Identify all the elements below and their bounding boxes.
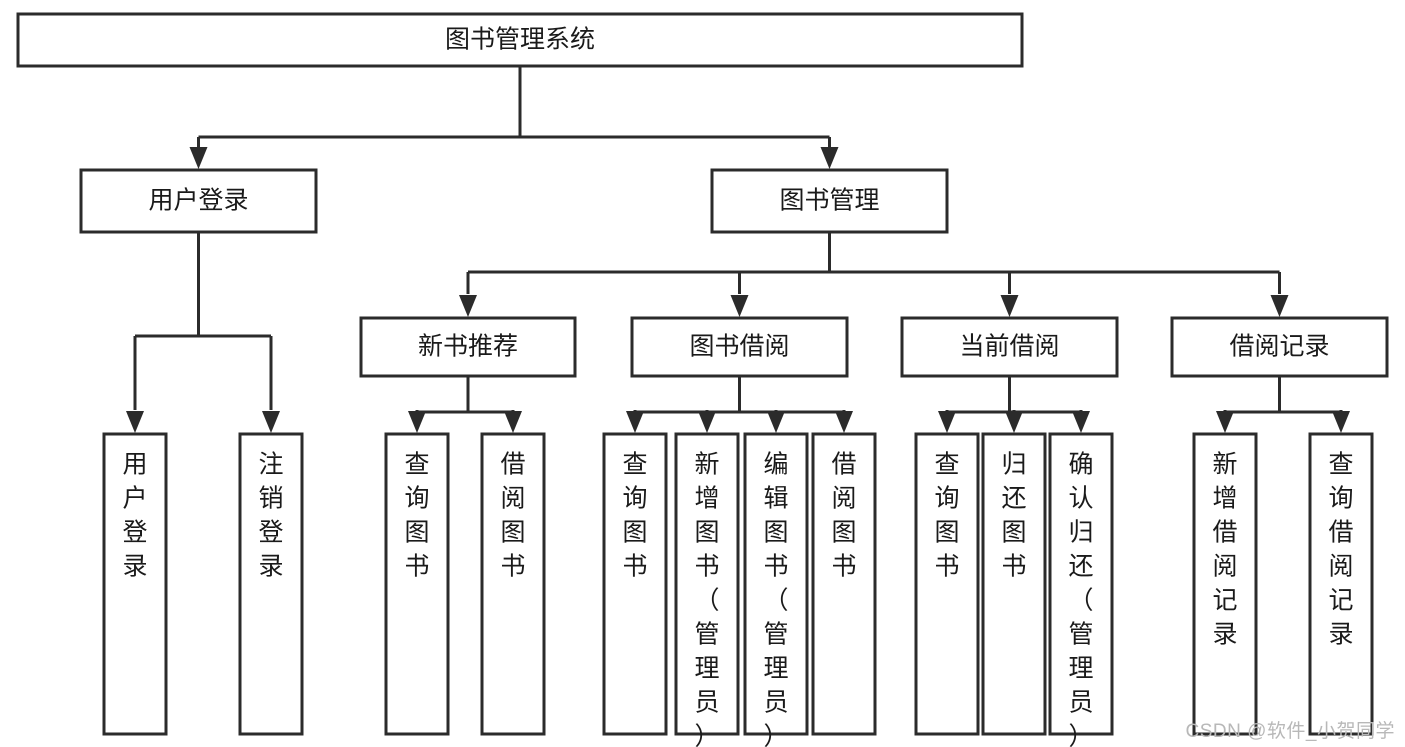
arrow-head-book-borrow-leaf-2: [767, 411, 785, 433]
connector-layer: [126, 66, 1350, 433]
node-book-management-label: 图书管理: [779, 187, 879, 215]
node-leaf-query-book-recommend-label: 查询图书: [404, 450, 429, 580]
node-user-login-label: 用户登录: [148, 187, 248, 215]
node-leaf-confirm-return-label: 确认归还（管理员）: [1068, 450, 1093, 747]
node-borrow-records-label: 借阅记录: [1229, 333, 1329, 361]
node-leaf-query-book-current-label: 查询图书: [934, 450, 959, 580]
node-leaf-query-book-recommend[interactable]: 查询图书: [384, 432, 450, 736]
node-leaf-borrow-book-box[interactable]: [811, 432, 877, 736]
node-user-login-box[interactable]: [79, 168, 318, 234]
node-leaf-add-book[interactable]: 新增图书（管理员）: [674, 432, 740, 747]
node-leaf-query-record-label: 查询借阅记录: [1328, 450, 1353, 648]
node-root-label: 图书管理系统: [445, 26, 595, 54]
arrow-head-level3-1: [730, 295, 749, 317]
arrow-head-new-book-recommend-leaf-1: [504, 411, 522, 433]
node-leaf-borrow-book-label: 借阅图书: [831, 450, 856, 580]
node-current-borrow[interactable]: 当前借阅: [900, 316, 1119, 378]
node-leaf-add-book-label: 新增图书（管理员）: [694, 450, 719, 747]
node-leaf-user-login-label: 用户登录: [122, 450, 147, 580]
node-leaf-borrow-book-recommend[interactable]: 借阅图书: [480, 432, 546, 736]
arrow-head-level3-3: [1270, 295, 1289, 317]
arrow-head-current-borrow-leaf-1: [1005, 411, 1023, 433]
node-leaf-query-book-borrow-box[interactable]: [602, 432, 668, 736]
node-leaf-logout-box[interactable]: [238, 432, 304, 736]
node-layer: 图书管理系统用户登录图书管理新书推荐图书借阅当前借阅借阅记录用户登录注销登录查询…: [16, 12, 1389, 747]
arrow-head-current-borrow-leaf-0: [938, 411, 956, 433]
arrow-head-borrow-records-leaf-0: [1216, 411, 1234, 433]
arrow-head-level3-2: [1000, 295, 1019, 317]
arrow-head-book-borrow-leaf-3: [835, 411, 853, 433]
node-user-login[interactable]: 用户登录: [79, 168, 318, 234]
node-leaf-query-book-recommend-box[interactable]: [384, 432, 450, 736]
node-book-borrow-box[interactable]: [630, 316, 849, 378]
arrow-head-level2-0: [189, 147, 208, 169]
node-leaf-add-book-box[interactable]: [674, 432, 740, 736]
node-leaf-borrow-book-recommend-box[interactable]: [480, 432, 546, 736]
node-leaf-query-book-current-box[interactable]: [914, 432, 980, 736]
node-book-borrow-label: 图书借阅: [689, 333, 789, 361]
node-leaf-edit-book-label: 编辑图书（管理员）: [763, 450, 788, 747]
node-new-book-recommend[interactable]: 新书推荐: [359, 316, 577, 378]
node-leaf-edit-book-box[interactable]: [743, 432, 809, 736]
node-current-borrow-box[interactable]: [900, 316, 1119, 378]
node-leaf-return-book-label: 归还图书: [1001, 450, 1026, 580]
node-leaf-return-book-box[interactable]: [981, 432, 1047, 736]
node-leaf-logout[interactable]: 注销登录: [238, 432, 304, 736]
node-leaf-add-record-box[interactable]: [1192, 432, 1258, 736]
arrow-head-userlogin-leaf-1: [262, 411, 280, 433]
node-borrow-records-box[interactable]: [1170, 316, 1389, 378]
node-leaf-user-login[interactable]: 用户登录: [102, 432, 168, 736]
node-borrow-records[interactable]: 借阅记录: [1170, 316, 1389, 378]
node-root-box[interactable]: [16, 12, 1024, 68]
node-leaf-add-record-label: 新增借阅记录: [1212, 450, 1237, 648]
node-leaf-query-book-borrow-label: 查询图书: [622, 450, 647, 580]
node-new-book-recommend-label: 新书推荐: [418, 333, 518, 361]
node-book-management-box[interactable]: [710, 168, 949, 234]
arrow-head-current-borrow-leaf-2: [1072, 411, 1090, 433]
node-root[interactable]: 图书管理系统: [16, 12, 1024, 68]
node-current-borrow-label: 当前借阅: [959, 333, 1059, 361]
node-leaf-query-book-current[interactable]: 查询图书: [914, 432, 980, 736]
node-leaf-query-book-borrow[interactable]: 查询图书: [602, 432, 668, 736]
node-leaf-edit-book[interactable]: 编辑图书（管理员）: [743, 432, 809, 747]
node-leaf-borrow-book-recommend-label: 借阅图书: [500, 450, 525, 580]
node-leaf-borrow-book[interactable]: 借阅图书: [811, 432, 877, 736]
node-book-management[interactable]: 图书管理: [710, 168, 949, 234]
node-leaf-return-book[interactable]: 归还图书: [981, 432, 1047, 736]
node-book-borrow[interactable]: 图书借阅: [630, 316, 849, 378]
node-leaf-query-record[interactable]: 查询借阅记录: [1308, 432, 1374, 736]
arrow-head-book-borrow-leaf-0: [626, 411, 644, 433]
node-leaf-query-record-box[interactable]: [1308, 432, 1374, 736]
node-new-book-recommend-box[interactable]: [359, 316, 577, 378]
arrow-head-borrow-records-leaf-1: [1332, 411, 1350, 433]
node-leaf-confirm-return[interactable]: 确认归还（管理员）: [1048, 432, 1114, 747]
arrow-head-new-book-recommend-leaf-0: [408, 411, 426, 433]
node-leaf-user-login-box[interactable]: [102, 432, 168, 736]
arrow-head-book-borrow-leaf-1: [698, 411, 716, 433]
node-leaf-confirm-return-box[interactable]: [1048, 432, 1114, 736]
arrow-head-userlogin-leaf-0: [126, 411, 144, 433]
node-leaf-add-record[interactable]: 新增借阅记录: [1192, 432, 1258, 736]
arrow-head-level3-0: [459, 295, 477, 317]
node-leaf-logout-label: 注销登录: [258, 450, 283, 580]
watermark-text: CSDN @软件_小贺同学: [1185, 721, 1395, 742]
arrow-head-level2-1: [820, 147, 839, 169]
